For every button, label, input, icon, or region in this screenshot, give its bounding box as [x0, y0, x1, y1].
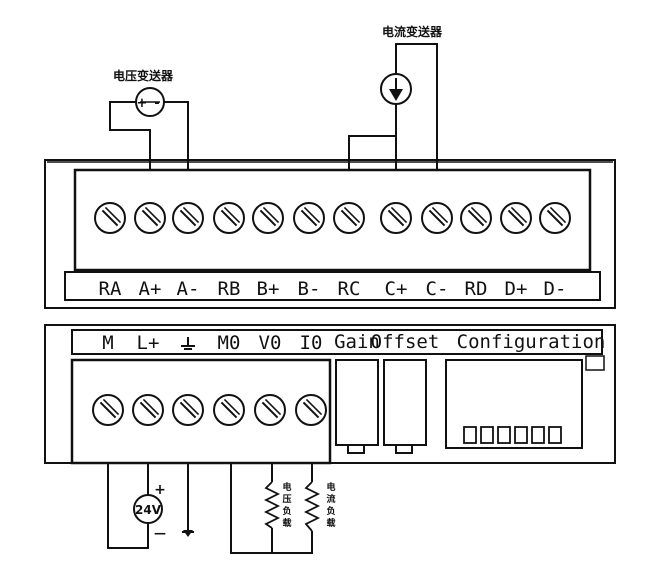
current-load-resistor-icon — [303, 481, 321, 532]
terminal-label-a-minusplus: A+ — [139, 278, 162, 300]
terminal-label-ra: RA — [99, 278, 122, 300]
bottom-module — [44, 324, 616, 465]
voltage-transmitter-label: 电压变送器 — [113, 68, 174, 83]
dip-switch-2[interactable] — [480, 426, 494, 444]
terminal-label-a-minus: A- — [177, 278, 200, 300]
dip-switches — [463, 426, 562, 444]
top-terminal-screw-5[interactable] — [252, 202, 284, 234]
configuration-switch-block[interactable] — [445, 359, 583, 449]
terminal-label-m0: M0 — [218, 332, 241, 354]
current-load-label: 电 流 负 载 — [326, 481, 335, 529]
bottom-terminal-screw-6[interactable] — [295, 394, 327, 426]
top-terminal-screw-10[interactable] — [460, 202, 492, 234]
top-terminal-screw-6[interactable] — [293, 202, 325, 234]
bottom-terminal-screw-3[interactable] — [172, 394, 204, 426]
svg-text:电: 电 — [282, 481, 291, 493]
supply-minus-label: — — [154, 526, 166, 540]
voltage-transmitter-minus: - — [154, 96, 159, 111]
top-terminal-screw-4[interactable] — [213, 202, 245, 234]
current-direction-arrow-icon — [389, 89, 403, 101]
top-terminal-screw-7[interactable] — [333, 202, 365, 234]
top-terminal-screw-3[interactable] — [172, 202, 204, 234]
voltage-transmitter-icon — [135, 87, 165, 117]
terminal-label-i0: I0 — [300, 332, 323, 354]
label-gain: Gain — [334, 331, 380, 353]
label-offset: Offset — [371, 331, 440, 353]
dc-supply-icon — [133, 494, 163, 524]
current-transmitter-label: 电流变送器 — [382, 24, 443, 39]
bottom-terminal-screws — [92, 394, 327, 426]
terminal-label-c-minus: C- — [426, 278, 449, 300]
terminal-label-d-minus: D- — [544, 278, 567, 300]
offset-potentiometer[interactable] — [383, 359, 427, 446]
bottom-terminal-screw-4[interactable] — [213, 394, 245, 426]
load-wiring — [230, 463, 321, 554]
terminal-label-b-minusplus: B+ — [257, 278, 280, 300]
svg-text:流: 流 — [326, 493, 335, 505]
ground-arrow-icon — [183, 530, 193, 537]
terminal-label-rc: RC — [338, 278, 361, 300]
terminal-label-d-minusplus: D+ — [505, 278, 528, 300]
top-terminal-screw-1[interactable] — [94, 202, 126, 234]
svg-text:压: 压 — [282, 494, 291, 505]
top-terminal-screw-2[interactable] — [134, 202, 166, 234]
svg-text:载: 载 — [282, 517, 291, 529]
top-module — [44, 159, 616, 309]
terminal-label-m: M — [102, 332, 113, 354]
label-configuration: Configuration — [457, 331, 606, 353]
terminal-label-b-minus: B- — [298, 278, 321, 300]
bottom-terminal-screw-2[interactable] — [132, 394, 164, 426]
terminal-label-l-plus: L+ — [137, 332, 160, 354]
svg-text:载: 载 — [326, 517, 335, 529]
ground-symbol-icon — [181, 337, 195, 350]
current-transmitter-icon — [380, 73, 412, 105]
current-transmitter-wiring — [348, 43, 438, 170]
top-terminal-screw-8[interactable] — [380, 202, 412, 234]
top-terminal-labels: RA A+ A- RB B+ B- RC C+ C- RD D+ D- — [99, 278, 567, 300]
dip-switch-6[interactable] — [548, 426, 562, 444]
gain-potentiometer[interactable] — [335, 359, 379, 446]
svg-text:负: 负 — [282, 505, 291, 517]
svg-text:电: 电 — [326, 481, 335, 493]
terminal-label-rb: RB — [218, 278, 241, 300]
bottom-terminal-labels: M L+ M0 V0 I0 Gain Offset Configuration — [102, 331, 605, 354]
dip-switch-1[interactable] — [463, 426, 477, 444]
top-terminal-screw-9[interactable] — [421, 202, 453, 234]
terminal-label-c-minusplus: C+ — [385, 278, 408, 300]
top-terminal-screw-11[interactable] — [500, 202, 532, 234]
power-supply-wiring — [107, 463, 194, 549]
supply-plus-label: + — [154, 482, 166, 498]
dip-switch-3[interactable] — [497, 426, 511, 444]
terminal-label-rd: RD — [465, 278, 488, 300]
terminal-label-v0: V0 — [259, 332, 282, 354]
bottom-terminal-screw-1[interactable] — [92, 394, 124, 426]
top-terminal-screws — [94, 202, 571, 234]
voltage-transmitter-wiring — [109, 87, 189, 170]
top-terminal-screw-12[interactable] — [539, 202, 571, 234]
dip-switch-4[interactable] — [514, 426, 528, 444]
supply-voltage-label: 24V — [135, 503, 162, 517]
voltage-load-label: 电 压 负 载 — [282, 481, 291, 529]
bottom-terminal-screw-5[interactable] — [254, 394, 286, 426]
voltage-load-resistor-icon — [263, 481, 281, 529]
svg-text:负: 负 — [326, 505, 335, 517]
dip-switch-5[interactable] — [531, 426, 545, 444]
voltage-transmitter-plus: + — [137, 96, 148, 111]
